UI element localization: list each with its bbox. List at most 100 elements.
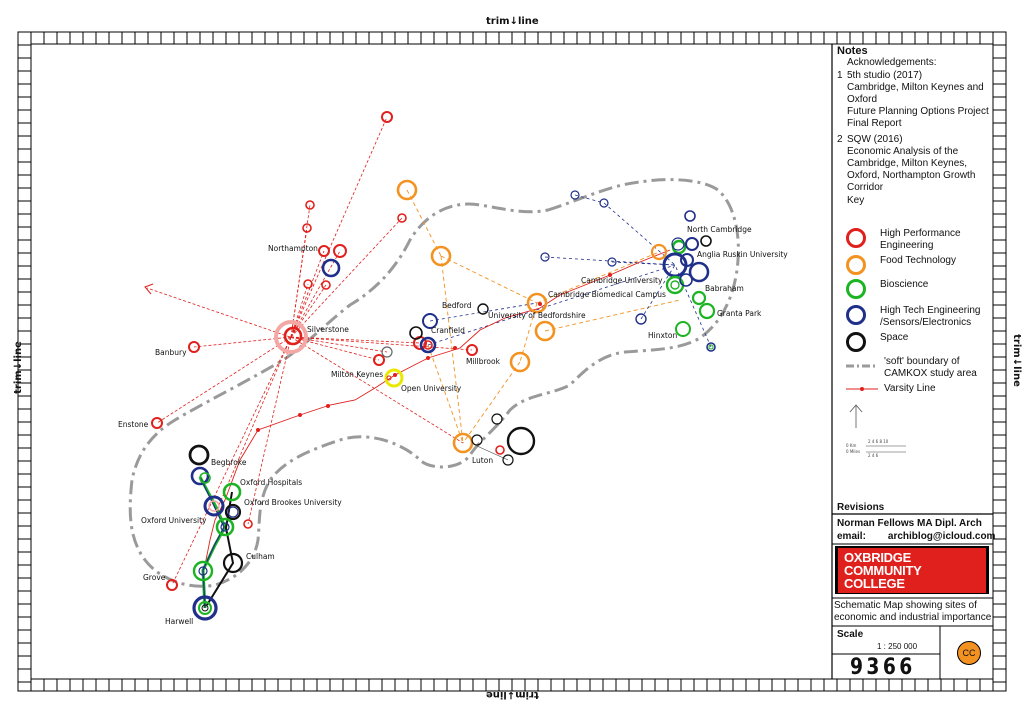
trim-mark-top: trim↓line (486, 16, 539, 27)
red-connection (290, 283, 309, 338)
label-north-cambridge: North Cambridge (687, 225, 752, 234)
site-marker (570, 190, 580, 200)
site-marker (305, 200, 315, 210)
site-marker (384, 368, 404, 388)
author-name: Norman Fellows MA Dipl. Arch (837, 518, 982, 529)
key-ring-icon (846, 305, 866, 325)
off-map-arrow (144, 283, 291, 338)
north-arrow-icon (849, 404, 863, 428)
site-marker (274, 320, 308, 354)
site-marker (215, 517, 235, 537)
site-marker (243, 519, 253, 529)
site-marker (679, 273, 693, 287)
site-marker (685, 237, 699, 251)
site-marker (166, 579, 178, 591)
site-marker (198, 601, 212, 615)
blue-connection (427, 264, 676, 346)
trim-mark-right: trim↓line (1010, 334, 1022, 387)
scale-title: Scale (837, 629, 864, 640)
key-title: Key (847, 195, 865, 206)
site-marker (506, 426, 536, 456)
drawing-number: 9366 (850, 655, 916, 680)
blue-connection (429, 302, 538, 322)
label-luton: Luton (472, 456, 493, 465)
title-block-frame (831, 44, 993, 679)
site-marker (509, 351, 531, 373)
label-begbroke: Begbroke (211, 458, 247, 467)
site-marker (599, 198, 609, 208)
site-marker (684, 210, 696, 222)
blue-connection (574, 194, 605, 204)
label-harwell: Harwell (165, 617, 193, 626)
red-connection (290, 336, 421, 344)
label-oxford-hospitals: Oxford Hospitals (240, 478, 302, 487)
site-marker (201, 604, 209, 612)
site-marker (203, 495, 225, 517)
site-marker (396, 179, 418, 201)
blue-connection (640, 264, 676, 320)
label-babraham: Babraham (705, 284, 744, 293)
site-marker (466, 344, 478, 356)
site-marker (477, 303, 489, 315)
notes-panel: Notes Acknowledgements: 1 5th studio (20… (837, 45, 993, 207)
scale-bar: 0 Km 2 4 6 8 10 0 Miles 2 4 6 (846, 439, 906, 458)
site-marker (430, 245, 452, 267)
label-granta-park: Granta Park (717, 309, 762, 318)
site-marker (188, 444, 210, 466)
orange-connection (462, 361, 521, 444)
scale-miles-label: 0 Miles (846, 449, 860, 454)
site-marker (635, 313, 647, 325)
red-connection (290, 116, 388, 338)
site-marker (495, 445, 505, 455)
key-ring-icon (846, 228, 866, 248)
site-marker (220, 522, 230, 532)
site-marker (671, 237, 685, 251)
site-marker (188, 341, 200, 353)
label-oxford-university: Oxford University (141, 516, 207, 525)
site-marker (208, 500, 220, 512)
scale-value: 1 : 250 000 (877, 642, 918, 651)
site-marker (303, 279, 313, 289)
site-marker (190, 466, 210, 486)
key-ring-icon (846, 279, 866, 299)
scale-miles-ticks: 2 4 6 (868, 453, 879, 458)
label-cambridge-university: Cambridge University (581, 276, 663, 285)
site-marker (471, 434, 483, 446)
label-cranfield: Cranfield (431, 326, 465, 335)
reference-1: 1 5th studio (2017)Cambridge, Milton Key… (837, 70, 989, 129)
acknowledgements-heading: Acknowledgements: (847, 57, 937, 68)
site-marker (491, 413, 503, 425)
key-space: Space (846, 332, 908, 352)
red-connection (156, 336, 292, 424)
site-marker (199, 472, 211, 484)
key-high-tech-engineering: High Tech Engineering/Sensors/Electronic… (846, 305, 980, 329)
site-marker (662, 252, 688, 278)
site-marker (318, 245, 330, 257)
site-connections (156, 116, 712, 586)
site-marker (540, 252, 550, 262)
orange-connection (544, 299, 681, 332)
site-marker (333, 244, 347, 258)
site-marker (526, 292, 548, 314)
red-connection (215, 336, 292, 513)
site-marker (192, 595, 218, 621)
trim-mark-left: trim↓line (12, 341, 24, 394)
label-anglia-ruskin: Anglia Ruskin University (697, 250, 788, 259)
site-marker (502, 454, 514, 466)
site-marker (151, 417, 163, 429)
site-markers (151, 111, 716, 621)
orange-connection (427, 344, 464, 444)
label-northampton: Northampton (268, 244, 318, 253)
scale-km-label: 0 Km (846, 443, 856, 448)
notes-title: Notes (837, 45, 868, 57)
site-marker (222, 482, 242, 502)
red-connection (171, 336, 292, 586)
scale-km-ticks: 2 4 6 8 10 (868, 439, 889, 444)
site-marker (283, 326, 303, 346)
varsity-line (202, 249, 671, 576)
site-marker (321, 280, 331, 290)
red-connection (290, 227, 308, 338)
label-millbrook: Millbrook (466, 357, 501, 366)
orange-connection (440, 255, 464, 444)
